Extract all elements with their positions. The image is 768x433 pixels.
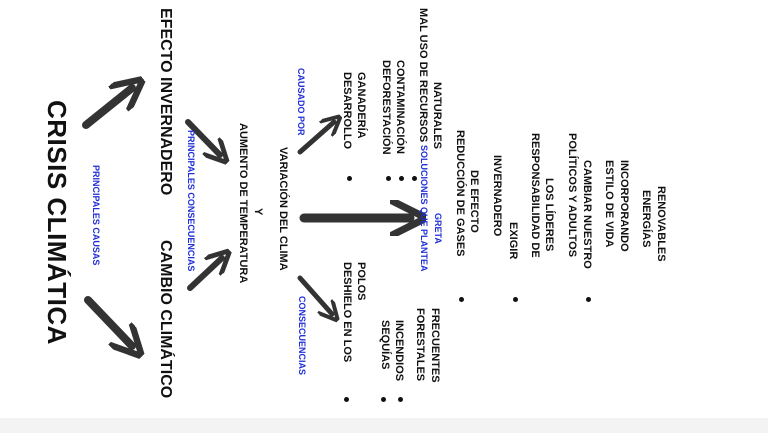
solucion-3-line5: RENOVABLES — [655, 186, 667, 262]
bullet — [513, 297, 518, 302]
arrow-cambio-to-center — [187, 258, 222, 291]
solucion-3-line1: CAMBIAR NUESTRO — [581, 160, 593, 269]
solucion-1-line2: DE EFECTO — [468, 170, 480, 233]
consecuencia-incendios-line2: FORESTALES — [414, 308, 426, 382]
cause-cambio-climatico: CAMBIO CLIMÁTICO — [157, 240, 174, 399]
label-principales-causas: PRINCIPALES CAUSAS — [91, 165, 101, 266]
solucion-2-line3: LOS LÍDERES — [543, 178, 555, 252]
solucion-2-line4: POLÍTICOS Y ADULTOS — [566, 133, 578, 258]
label-principales-consecuencias: PRINCIPALES CONSECUENCIAS — [186, 130, 196, 272]
bullet — [347, 176, 352, 181]
causa-contaminacion: CONTAMINACIÓN — [394, 60, 406, 154]
center-line-1: AUMENTO DE TEMPERATURA — [237, 123, 249, 284]
bullet — [381, 397, 386, 402]
solucion-3-line3: INCORPORANDO — [618, 160, 630, 252]
consecuencia-frecuentes: FRECUENTES — [429, 308, 441, 383]
bullet — [412, 176, 417, 181]
causa-recursos-line2: NATURALES — [431, 82, 443, 150]
causa-deforestacion: DEFORESTACIÓN — [380, 60, 392, 155]
arrow-to-consecuencias — [297, 275, 332, 314]
bullet — [386, 176, 391, 181]
solucion-2-line1: EXIGIR — [507, 222, 519, 260]
bullet — [459, 297, 464, 302]
solucion-1-line1: REDUCCIÓN DE GASES — [454, 130, 466, 257]
bullet — [586, 297, 591, 302]
arrow-to-causado-por — [297, 122, 334, 155]
center-line-3: VARIACIÓN DEL CLIMA — [277, 147, 289, 271]
consecuencia-incendios-line1: INCENDIOS — [393, 320, 405, 382]
label-causado-por: CAUSADO POR — [296, 68, 306, 136]
cause-efecto-invernadero: EFECTO INVERNADERO — [157, 8, 174, 196]
causa-desarrollo: DESARROLLO — [341, 72, 353, 149]
label-consecuencias: CONSECUENCIAS — [297, 296, 307, 376]
solucion-2-line2: RESPONSABILIDAD DE — [529, 133, 541, 258]
arrow-to-cambio-climatico — [84, 296, 132, 346]
causa-ganaderia: GANADERÍA — [355, 72, 367, 139]
bullet — [398, 397, 403, 402]
center-line-2: Y — [252, 208, 264, 216]
bullet — [344, 397, 349, 402]
causa-recursos-line1: MAL USO DE RECURSOS — [417, 8, 429, 143]
consecuencia-sequias: SEQUÍAS — [379, 320, 391, 370]
solucion-3-line2: ESTILO DE VIDA — [603, 160, 615, 248]
label-soluciones: SOLUCIONES QUE PLANTEA — [419, 145, 429, 272]
arrow-efecto-to-center — [185, 119, 220, 155]
solucion-3-line4: ENERGÍAS — [640, 190, 652, 248]
map-title: CRISIS CLIMÁTICA — [42, 100, 72, 345]
consecuencia-deshielo-line2: POLOS — [355, 262, 367, 301]
label-greta: GRETA — [433, 213, 443, 244]
arrow-to-efecto-invernadero — [82, 88, 132, 129]
solucion-1-line3: INVERNADERO — [491, 155, 503, 237]
bullet — [399, 176, 404, 181]
bottom-strip — [0, 418, 768, 433]
consecuencia-deshielo-line1: DESHIELO EN LOS — [341, 262, 353, 363]
